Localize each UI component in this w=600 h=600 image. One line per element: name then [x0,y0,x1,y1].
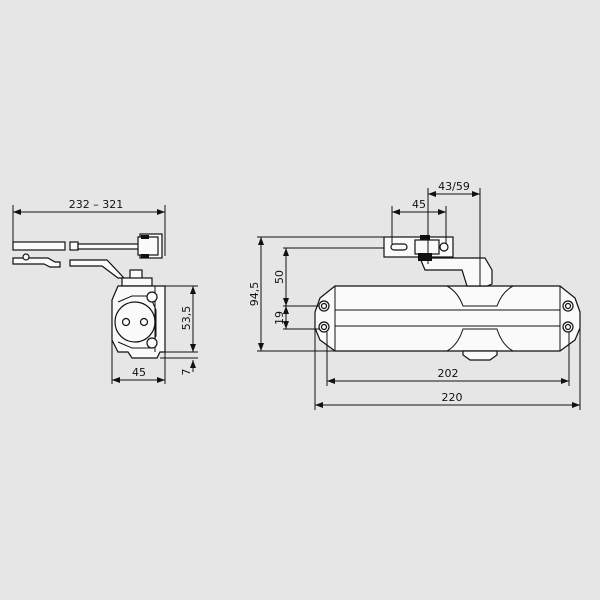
dimension-hole-distance: 202 [326,332,570,386]
hole-spacing-label: 19 [273,311,286,325]
closer-body-front [314,285,581,361]
front-view: 45 43/59 94,5 50 19 202 [248,180,581,410]
dimension-offset: 7 [160,357,198,376]
height-label: 53,5 [180,306,193,331]
dimension-width: 45 [111,340,166,384]
dimension-bracket-height: 50 19 [273,247,384,330]
total-length-label: 220 [442,391,463,404]
dimension-arm-length: 232 – 321 [12,198,166,256]
bracket-height-label: 50 [273,270,286,284]
dimension-bracket-width: 45 [391,198,447,244]
total-height-label: 94,5 [248,282,261,307]
hole-distance-label: 202 [438,367,459,380]
dimension-arm-offset: 43/59 [427,180,481,286]
width-label: 45 [132,366,146,379]
bracket-width-label: 45 [412,198,426,211]
offset-label: 7 [180,369,193,376]
dimension-total-length: 220 [314,328,581,410]
arm-lower [12,253,153,287]
arm-front [383,235,493,287]
arm-offset-label: 43/59 [438,180,470,193]
dimension-total-height: 94,5 [248,236,384,352]
closer-body-side [111,285,166,359]
arm-length-label: 232 – 321 [69,198,123,211]
arm-upper [12,233,163,259]
side-view: 232 – 321 53,5 7 45 [12,198,198,384]
dimension-height: 53,5 [165,285,198,353]
